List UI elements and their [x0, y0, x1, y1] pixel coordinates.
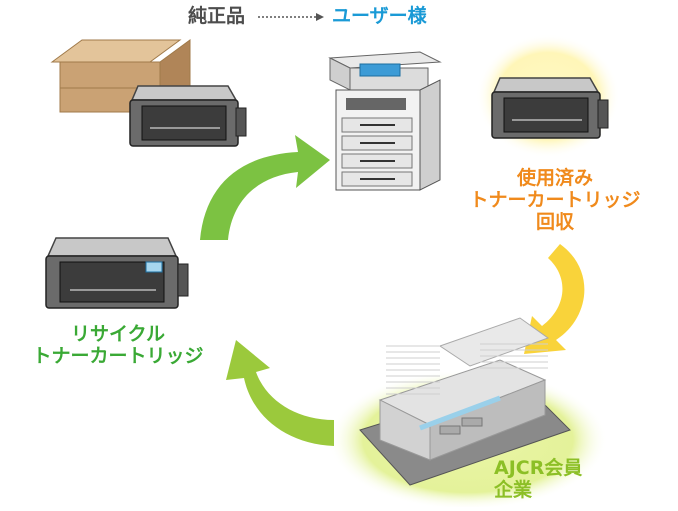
factory-icon: [359, 317, 571, 486]
light-green-arrow-icon: [226, 340, 334, 446]
genuine-label: 純正品: [188, 5, 246, 27]
used-cartridge-label: 使用済み トナーカートリッジ 回収: [450, 167, 660, 234]
toner-cartridge-used-icon: [491, 77, 609, 139]
toner-cartridge-recycled-icon: [45, 237, 189, 309]
used-line2: トナーカートリッジ: [469, 188, 641, 211]
recycle-line2: トナーカートリッジ: [32, 344, 204, 367]
member-label: AJCR会員 企業: [494, 457, 583, 502]
green-arrow-icon: [200, 135, 330, 240]
recycle-line1: リサイクル: [70, 323, 166, 345]
member-line1: AJCR会員: [494, 457, 583, 479]
yellow-arrow-icon: [524, 244, 585, 354]
user-label: ユーザー様: [332, 5, 427, 27]
used-line3: 回収: [535, 210, 574, 233]
toner-cartridge-new-icon: [129, 85, 247, 147]
used-line1: 使用済み: [516, 167, 593, 189]
member-line2: 企業: [494, 478, 533, 501]
recycled-cartridge-label: リサイクル トナーカートリッジ: [18, 323, 218, 368]
dotted-arrow-icon: [258, 13, 324, 21]
printer-icon: [328, 51, 442, 191]
